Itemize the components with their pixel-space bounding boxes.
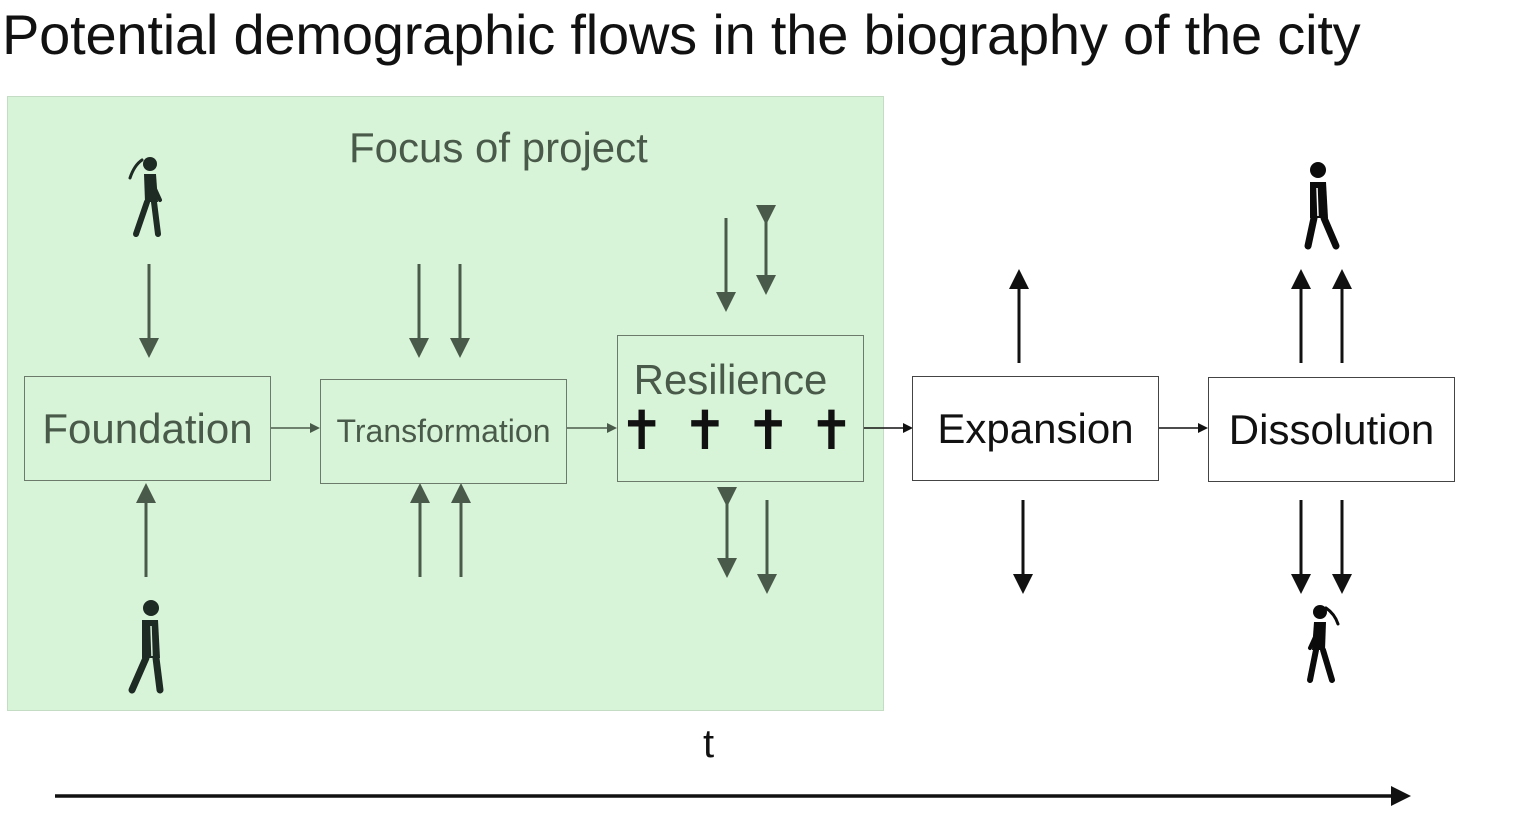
dissolution-outflow-bottom-arrows xyxy=(1291,500,1352,594)
man-walking-icon xyxy=(1304,162,1340,250)
transformation-inflow-top-arrows xyxy=(409,264,470,358)
woman-walking-icon xyxy=(128,157,162,237)
diagram-title: Potential demographic flows in the biogr… xyxy=(2,3,1361,66)
stage-expansion-label: Expansion xyxy=(937,404,1134,452)
time-axis-label: t xyxy=(703,722,715,766)
stage-transformation: Transformation xyxy=(320,379,567,484)
stage-foundation: Foundation xyxy=(24,376,271,481)
woman-walking-icon xyxy=(1307,605,1340,683)
resilience-bottom-arrows xyxy=(717,487,777,594)
dissolution-outflow-top-arrows xyxy=(1291,269,1352,363)
man-walking-icon xyxy=(128,600,164,694)
stage-dissolution-label: Dissolution xyxy=(1228,405,1435,453)
cross-icons: ✝✝✝✝ xyxy=(619,399,872,462)
stage-resilience: Resilience ✝✝✝✝ xyxy=(617,335,864,482)
stage-foundation-label: Foundation xyxy=(42,404,253,452)
stage-expansion: Expansion xyxy=(912,376,1159,481)
stage-transformation-label: Transformation xyxy=(336,413,551,449)
stage-dissolution: Dissolution xyxy=(1208,377,1455,482)
focus-of-project-label: Focus of project xyxy=(349,124,648,171)
resilience-top-arrows xyxy=(716,205,776,312)
stage-resilience-label: Resilience xyxy=(633,356,828,403)
transformation-inflow-bottom-arrows xyxy=(410,483,471,577)
